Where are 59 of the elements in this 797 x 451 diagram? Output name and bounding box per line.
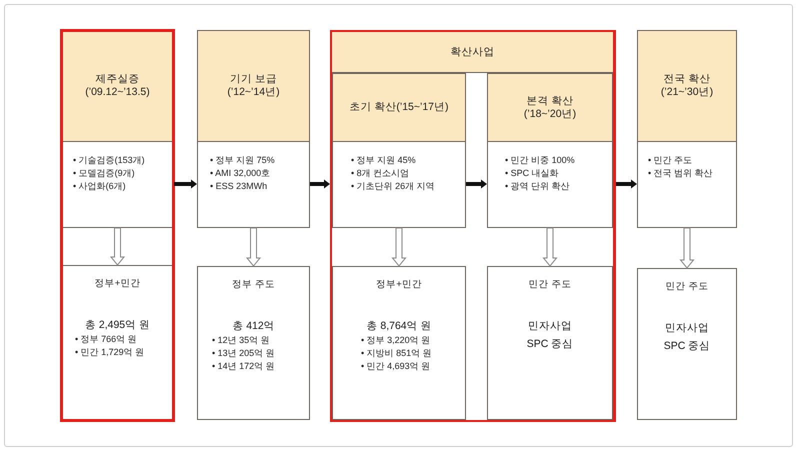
bullet-item: • 기초단위 26개 지역 bbox=[351, 180, 435, 193]
stage-card bbox=[197, 30, 310, 228]
bullet-item: • 민간 주도 bbox=[648, 154, 692, 167]
summary-text: SPC 중심 bbox=[526, 337, 574, 351]
bullet-item: • 사업화(6개) bbox=[73, 180, 126, 193]
bullet-item: • 민간 비중 100% bbox=[505, 154, 575, 167]
stage-title: 제주실증 (’09.12~’13.5) bbox=[84, 73, 151, 99]
stage-card bbox=[637, 30, 737, 228]
summary-text: 총 2,495억 원 bbox=[84, 318, 150, 332]
summary-text: 총 412억 bbox=[232, 319, 275, 333]
bullet-item: • 민간 4,693억 원 bbox=[361, 360, 430, 373]
block-arrow bbox=[616, 180, 637, 188]
summary-text: 총 8,764억 원 bbox=[366, 319, 432, 333]
hollow-arrow bbox=[679, 228, 695, 269]
stage-title: 초기 확산(’15~’17년) bbox=[349, 101, 449, 114]
funding-card bbox=[637, 268, 737, 420]
stage-card bbox=[61, 30, 174, 228]
bullet-item: • 정부 3,220억 원 bbox=[361, 334, 430, 347]
stage-card bbox=[487, 73, 613, 228]
card-title: 민간 주도 bbox=[528, 278, 572, 291]
summary-text: 민자사업 bbox=[528, 319, 572, 333]
phase-group-panel bbox=[330, 30, 616, 422]
bullet-item: • 기술검증(153개) bbox=[73, 154, 145, 167]
summary-text: 민자사업 bbox=[665, 321, 709, 335]
hollow-arrow bbox=[246, 228, 262, 267]
bullet-item: • 12년 35억 원 bbox=[212, 334, 270, 347]
summary-text: SPC 중심 bbox=[664, 339, 710, 353]
hollow-arrow bbox=[542, 228, 558, 267]
bullet-item: • 정부 지원 45% bbox=[351, 154, 416, 167]
bullet-item: • 전국 범위 확산 bbox=[648, 167, 713, 180]
bullet-item: • ESS 23MWh bbox=[210, 180, 268, 193]
hollow-arrow bbox=[110, 228, 126, 266]
funding-card bbox=[487, 266, 613, 420]
stage-title: 본격 확산 (’18~’20년) bbox=[522, 94, 578, 120]
funding-card bbox=[332, 266, 466, 420]
stage-title: 기기 보급 (’12~’14년) bbox=[226, 73, 281, 99]
group-title: 확산사업 bbox=[450, 46, 494, 58]
bullet-item: • 지방비 851억 원 bbox=[361, 347, 432, 360]
card-title: 정부+민간 bbox=[376, 278, 422, 291]
bullet-item: • SPC 내실화 bbox=[505, 167, 559, 180]
hollow-arrow bbox=[391, 228, 407, 267]
bullet-item: • AMI 32,000호 bbox=[210, 167, 270, 180]
block-arrow bbox=[310, 180, 330, 188]
bullet-item: • 정부 지원 75% bbox=[210, 154, 275, 167]
bullet-item: • 민간 1,729억 원 bbox=[75, 346, 144, 359]
bullet-item: • 광역 단위 확산 bbox=[505, 180, 570, 193]
bullet-item: • 8개 컨소시엄 bbox=[351, 167, 410, 180]
stage-title: 전국 확산 (’21~’30년) bbox=[660, 73, 714, 99]
card-title: 민간 주도 bbox=[666, 280, 708, 293]
block-arrow bbox=[466, 180, 487, 188]
funding-card bbox=[197, 266, 310, 420]
bullet-item: • 13년 205억 원 bbox=[212, 347, 275, 360]
bullet-item: • 14년 172억 원 bbox=[212, 360, 275, 373]
stage-card bbox=[332, 73, 466, 228]
bullet-item: • 정부 766억 원 bbox=[75, 333, 137, 346]
bullet-item: • 모델검증(9개) bbox=[73, 167, 135, 180]
card-title: 정부 주도 bbox=[232, 278, 275, 291]
card-title: 정부+민간 bbox=[94, 277, 140, 290]
block-arrow bbox=[174, 180, 197, 188]
